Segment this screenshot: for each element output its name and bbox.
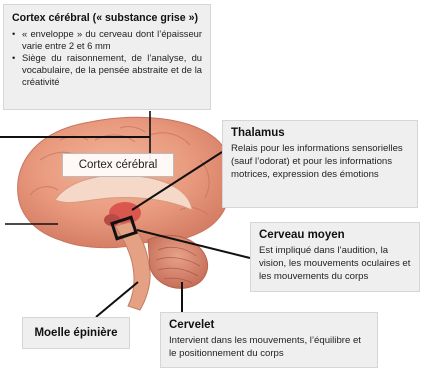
cerebellum-text: Intervient dans les mouvements, l’équili…	[169, 334, 369, 360]
cerebellum-title: Cervelet	[169, 319, 369, 331]
midbrain-text: Est impliqué dans l’audition, la vision,…	[259, 244, 411, 284]
cortex-bullet: Siège du raisonnement, de l’analyse, du …	[12, 52, 202, 88]
cerebellum-info-box: Cervelet Intervient dans les mouvements,…	[160, 312, 378, 368]
midbrain-title: Cerveau moyen	[259, 229, 411, 241]
cortex-bullet: « enveloppe » du cerveau dont l’épaisseu…	[12, 28, 202, 52]
spinal-cord-title: Moelle épinière	[34, 327, 117, 339]
thalamus-title: Thalamus	[231, 127, 409, 139]
cortex-bullet-list: « enveloppe » du cerveau dont l’épaisseu…	[12, 28, 202, 88]
cortex-image-label: Cortex cérébral	[62, 153, 174, 177]
cortex-info-box: Cortex cérébral (« substance grise ») « …	[3, 4, 211, 110]
spinal-cord-box: Moelle épinière	[22, 317, 130, 349]
thalamus-text: Relais pour les informations sensorielle…	[231, 142, 409, 182]
cerebellum	[148, 235, 208, 288]
thalamus-info-box: Thalamus Relais pour les informations se…	[222, 120, 418, 208]
cortex-title: Cortex cérébral (« substance grise »)	[12, 12, 202, 24]
midbrain-info-box: Cerveau moyen Est impliqué dans l’auditi…	[250, 222, 420, 292]
